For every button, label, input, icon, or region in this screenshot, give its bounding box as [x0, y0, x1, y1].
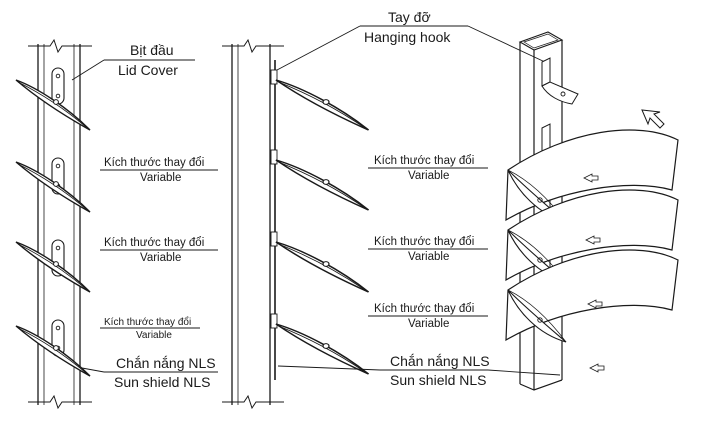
flow-arrow-icon [585, 235, 601, 245]
middle-labels: Tay đỡ Hanging hook Kích thước thay đổi … [276, 9, 561, 388]
lid-cover-vi-label: Bịt đầu [130, 42, 174, 58]
flow-arrow-icon [587, 299, 603, 309]
variable-en-label-mid-2: Variable [408, 251, 449, 263]
hanging-hook-vi-label: Tay đỡ [388, 9, 431, 25]
flow-arrow-icon [589, 363, 605, 373]
variable-en-label-mid-1: Variable [408, 170, 449, 182]
sun-shield-en-label-left: Sun shield NLS [114, 374, 211, 390]
left-view [15, 38, 92, 410]
variable-vi-label-mid-3: Kích thước thay đổi [374, 303, 474, 315]
sun-shield-vi-label-mid: Chắn nắng NLS [390, 353, 490, 369]
variable-vi-label-left-2: Kích thước thay đổi [104, 237, 204, 249]
variable-vi-label-mid-2: Kích thước thay đổi [374, 236, 474, 248]
lid-cover-en-label: Lid Cover [118, 62, 178, 78]
variable-vi-label-mid-1: Kích thước thay đổi [374, 155, 474, 167]
variable-vi-label-left-3: Kích thước thay đổi [104, 316, 191, 328]
left-labels: Bịt đầu Lid Cover Kích thước thay đổi Va… [71, 42, 218, 390]
middle-view [222, 38, 370, 410]
view-direction-arrow-icon [641, 109, 665, 129]
isometric-view [505, 31, 679, 391]
flow-arrow-icon [583, 173, 599, 183]
sun-shield-en-label-mid: Sun shield NLS [390, 372, 487, 388]
sun-shield-vi-label-left: Chắn nắng NLS [116, 355, 216, 371]
hanging-hook-en-label: Hanging hook [364, 29, 451, 45]
variable-en-label-mid-3: Variable [408, 318, 449, 330]
iso-hook-1 [541, 57, 579, 105]
variable-en-label-left-2: Variable [140, 252, 181, 264]
variable-vi-label-left-1: Kích thước thay đổi [104, 157, 204, 169]
variable-en-label-left-3: Variable [136, 330, 172, 341]
variable-en-label-left-1: Variable [140, 172, 181, 184]
